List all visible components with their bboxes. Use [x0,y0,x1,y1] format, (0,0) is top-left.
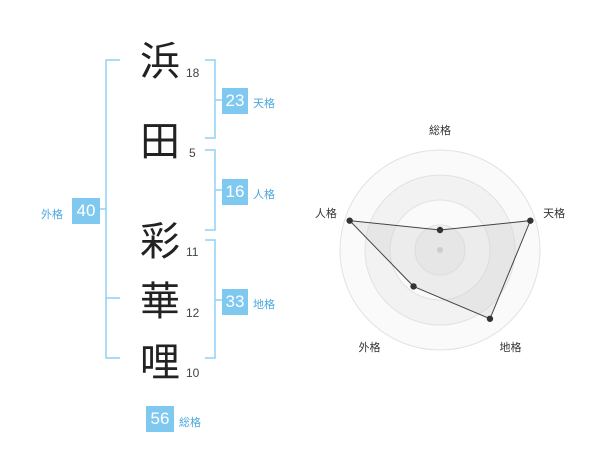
stroke-count-1: 18 [186,66,200,80]
name-char-2: 田 [140,119,180,165]
radar-axis-label-5: 人格 [315,206,337,220]
name-char-3: 彩 [140,219,180,265]
radar-center-dot [437,247,443,253]
soukaku-value: 56 [146,406,174,432]
name-char-4: 華 [140,279,180,325]
chikaku-label: 地格 [253,298,275,311]
chikaku-value: 33 [222,289,248,315]
stroke-count-4: 12 [186,306,200,320]
radar-axis-label-4: 外格 [358,340,380,354]
name-char-1: 浜 [140,39,180,85]
stroke-count-2: 5 [189,146,196,160]
soukaku-label: 総格 [179,416,201,429]
jinkaku-label: 人格 [253,188,275,201]
radar-point-5 [346,217,353,224]
gaikaku-value: 40 [72,198,100,224]
jinkaku-value: 16 [222,179,248,205]
name-char-5: 哩 [140,340,180,386]
gaikaku-label: 外格 [41,208,63,221]
radar-point-1 [436,226,444,234]
radar-polygon [348,220,532,320]
jinkaku-bracket [205,149,222,231]
radar-axis-label-1: 総格 [429,123,451,137]
radar-axis-label-3: 地格 [500,340,522,354]
radar-axis-label-2: 天格 [543,206,565,220]
radar-point-4 [410,283,417,290]
chikaku-bracket [205,239,222,359]
tenkaku-label: 天格 [253,97,275,110]
stroke-count-3: 11 [186,245,199,259]
radar-point-2 [527,217,534,224]
stroke-count-5: 10 [186,366,200,380]
tenkaku-bracket [205,59,222,139]
tenkaku-value: 23 [222,88,248,114]
radar-point-3 [486,315,494,322]
